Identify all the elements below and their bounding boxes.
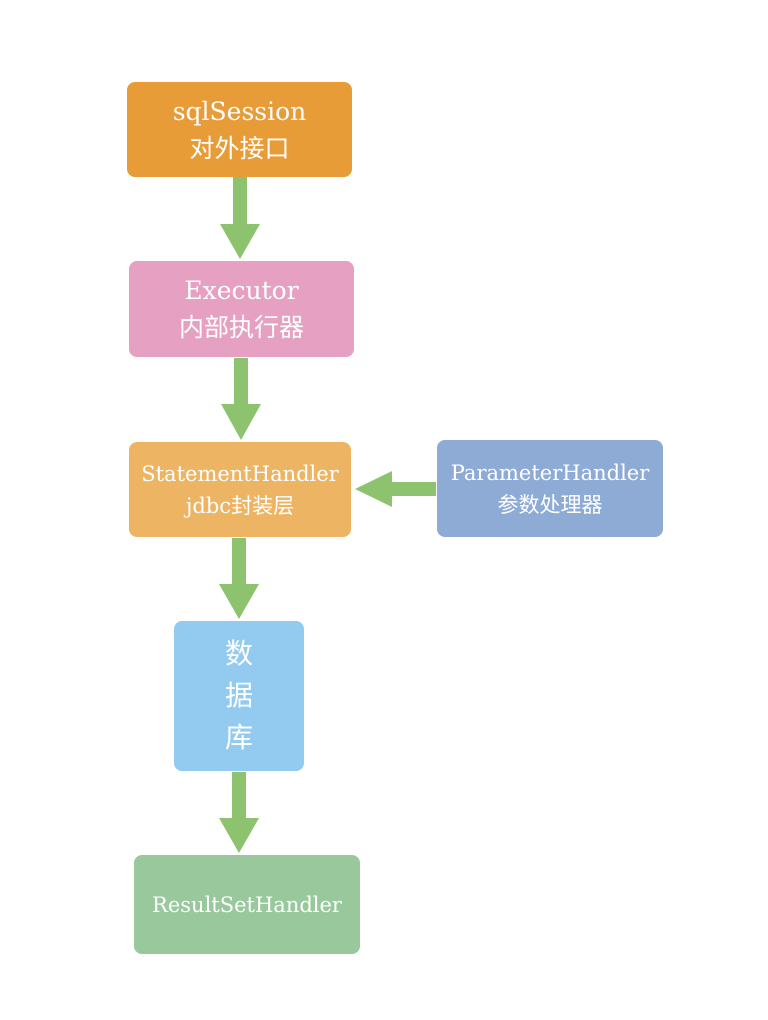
sqlsession-node: sqlSession 对外接口 xyxy=(127,82,352,177)
parameterhandler-subtitle: 参数处理器 xyxy=(497,492,603,517)
database-node: 数 据 库 xyxy=(174,621,304,771)
resultsethandler-node: ResultSetHandler xyxy=(134,855,360,954)
statementhandler-node: StatementHandler jdbc封装层 xyxy=(129,442,351,537)
executor-subtitle: 内部执行器 xyxy=(178,313,304,342)
sqlsession-subtitle: 对外接口 xyxy=(189,133,290,163)
executor-node: Executor 内部执行器 xyxy=(129,261,354,357)
resultsethandler-title: ResultSetHandler xyxy=(152,892,342,917)
parameterhandler-title: ParameterHandler xyxy=(450,460,650,485)
arrow-parameterhandler-to-statementhandler xyxy=(355,471,436,507)
arrow-statementhandler-to-database xyxy=(219,538,259,619)
arrow-database-to-resultsethandler xyxy=(219,772,259,853)
statementhandler-subtitle: jdbc封装层 xyxy=(185,493,295,518)
database-char-3: 库 xyxy=(224,721,253,754)
sqlsession-title: sqlSession xyxy=(172,96,307,126)
database-char-2: 据 xyxy=(224,679,253,712)
arrow-sqlsession-to-executor xyxy=(220,177,260,259)
database-char-1: 数 xyxy=(224,637,253,670)
statementhandler-title: StatementHandler xyxy=(141,461,339,486)
executor-title: Executor xyxy=(184,276,299,305)
parameterhandler-node: ParameterHandler 参数处理器 xyxy=(437,440,663,537)
arrow-executor-to-statementhandler xyxy=(221,358,261,440)
